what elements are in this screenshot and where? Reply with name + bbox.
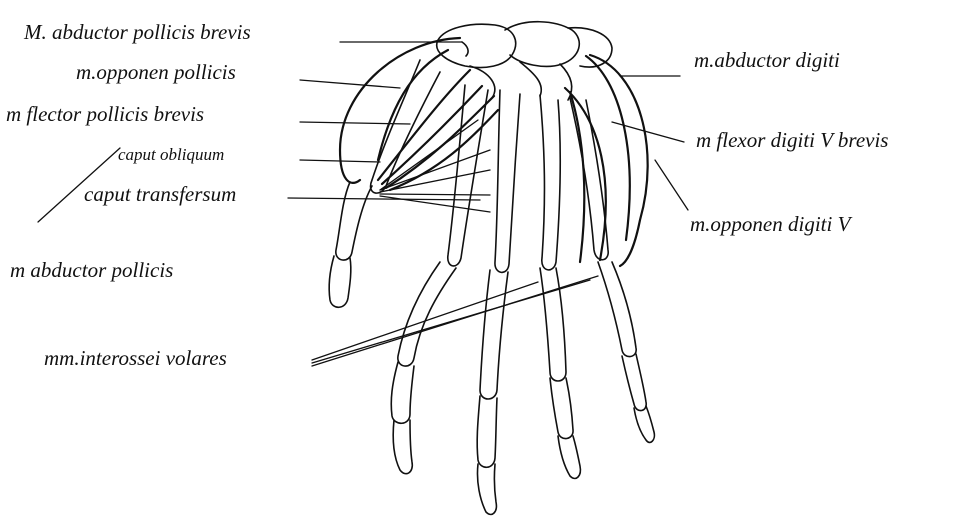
ring-finger-bones	[540, 268, 580, 478]
label-caput-obliquum: caput obliquum	[118, 146, 224, 163]
little-finger-bones	[598, 262, 654, 442]
label-opponen-digiti-v: m.opponen digiti V	[690, 214, 850, 235]
label-opponen-pollicis: m.opponen pollicis	[76, 62, 236, 83]
label-flexor-digiti-v-brevis: m flexor digiti V brevis	[696, 130, 888, 151]
label-interossei-volares: mm.interossei volares	[44, 348, 227, 369]
label-abductor-pollicis-brevis: M. abductor pollicis brevis	[24, 22, 251, 43]
label-abductor-digiti: m.abductor digiti	[694, 50, 840, 71]
label-caput-transfersum: caput transfersum	[84, 184, 236, 205]
thumb-phalanges	[329, 182, 372, 307]
carpal-bones	[437, 22, 612, 100]
metacarpal-bones	[371, 60, 609, 272]
index-finger-bones	[391, 262, 456, 474]
muscle-outlines	[340, 38, 648, 266]
label-flector-pollicis-brevis: m flector pollicis brevis	[6, 104, 204, 125]
label-abductor-pollicis: m abductor pollicis	[10, 260, 173, 281]
middle-finger-bones	[477, 270, 508, 514]
